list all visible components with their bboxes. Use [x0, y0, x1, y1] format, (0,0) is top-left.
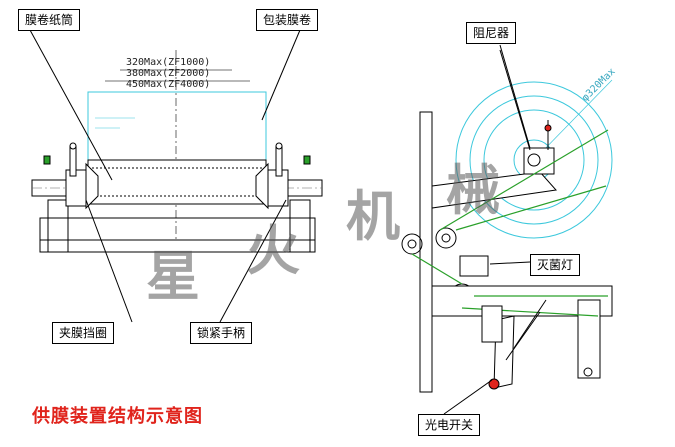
end-collars: [65, 162, 289, 210]
frame-base: [39, 199, 316, 253]
right-drawing: [401, 49, 613, 393]
core-tube: [87, 159, 267, 205]
watermark-char-4: 械: [446, 158, 500, 222]
film-roll-shape: [87, 91, 267, 165]
sensor-arm: [481, 299, 547, 390]
watermark-char-2: 火: [246, 218, 300, 282]
callout-photo-switch: 光电开关: [418, 414, 481, 436]
dancer-frame: [431, 285, 613, 379]
leader-lines-left: [29, 29, 301, 323]
callout-uv-lamp: 灭菌灯: [530, 254, 581, 276]
watermark-char-1: 星: [146, 244, 200, 308]
callout-film-tube: 膜卷纸筒: [18, 9, 81, 31]
dim-label-3: 450Max(ZF4000): [126, 79, 211, 90]
mount-bracket: [431, 120, 557, 209]
dim-label-2: 380Max(ZF2000): [126, 68, 211, 79]
callout-damper: 阻尼器: [466, 22, 517, 44]
diagram-caption: 供膜装置结构示意图: [32, 406, 203, 427]
lock-handles: [69, 142, 283, 177]
callout-lock-handle: 锁紧手柄: [190, 322, 253, 344]
wall-plate: [419, 111, 433, 393]
callout-clamp-ring: 夹膜挡圈: [52, 322, 115, 344]
side-knobs: [43, 155, 311, 165]
damper-arm: [499, 49, 531, 151]
watermark-char-3: 机: [346, 184, 400, 248]
uv-lamp-shape: [459, 255, 489, 277]
callout-film-roll: 包装膜卷: [256, 9, 319, 31]
left-drawing: [31, 50, 323, 253]
leader-lines-right: [443, 44, 531, 415]
dim-label-1: 320Max(ZF1000): [126, 57, 211, 68]
